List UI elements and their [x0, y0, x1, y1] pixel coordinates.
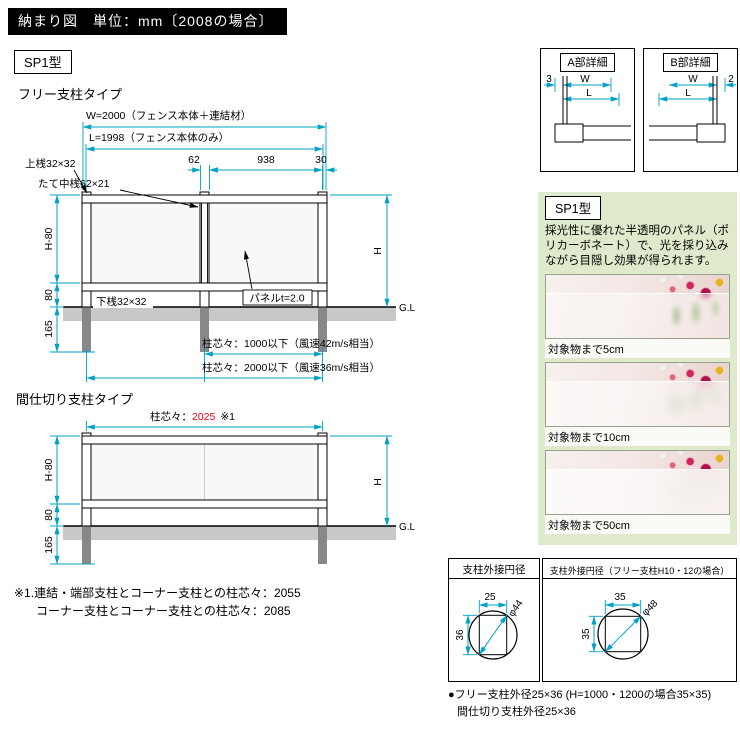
detail-a-title: A部詳細 [560, 53, 615, 72]
circumcircle-a-title: 支柱外接円径 [449, 559, 539, 579]
translucent-panel-overlay [546, 380, 729, 426]
detail-b-box: B部詳細 2 W L [643, 48, 738, 172]
spec-notes: ●フリー支柱外径25×36 (H=1000・1200の場合35×35) 間仕切り… [448, 687, 711, 721]
circumcircle-a-drawing: 25 36 φ44 [455, 592, 526, 660]
detail-a-drawing: 3 W L [544, 74, 631, 143]
dim-h: H [372, 247, 384, 255]
dim-36: 36 [455, 629, 466, 641]
panel-photo-50cm [545, 449, 730, 515]
dim-w: W [688, 74, 698, 85]
detail-b-drawing: 2 W L [649, 74, 736, 143]
panel-photo-5cm [545, 273, 730, 339]
model-badge: SP1型 [14, 50, 72, 74]
partition-post-diagram: 柱芯々：2025※1 H-80 80 165 H G.L [43, 410, 416, 565]
translucent-panel-overlay [546, 468, 729, 514]
dim-dia-48: φ48 [640, 598, 661, 619]
gl-label: G.L [399, 522, 416, 533]
w-dim-label: W=2000（フェンス本体＋連結材） [86, 109, 251, 122]
spec-note-2: 間仕切り支柱外径25×36 [457, 706, 576, 719]
footnote-line2: コーナー支柱とコーナー支柱との柱芯々：2085 [36, 604, 291, 618]
dimension-labels: 柱芯々：2025※1 H-80 80 165 H G.L [43, 410, 416, 554]
l-dim-label: L=1998（フェンス本体のみ） [89, 131, 229, 144]
partition-pitch-label: 柱芯々：2025※1 [150, 410, 235, 423]
feature-description: 採光性に優れた半透明のパネル（ポリカーボネート）で、光を採り込みながら目隠し効果… [545, 225, 729, 268]
free-post-diagram: W=2000（フェンス本体＋連結材） L=1998（フェンス本体のみ） 上桟32… [25, 109, 416, 382]
free-post-section-label: フリー支柱タイプ [18, 87, 123, 102]
dim-30: 30 [315, 154, 327, 166]
dim-l: L [586, 88, 592, 99]
bottom-rail-label: 下桟32×32 [96, 295, 147, 308]
detail-a-box: A部詳細 3 W L [540, 48, 635, 172]
dim-62: 62 [188, 154, 200, 166]
dim-h: H [372, 478, 384, 486]
circumcircle-b-title: 支柱外接円径（フリー支柱H10・12の場合） [543, 559, 736, 579]
photo-caption: 対象物まで50cm [545, 514, 730, 534]
fence-structure [81, 432, 328, 564]
dim-w: W [580, 74, 590, 85]
partition-post-section-label: 間仕切り支柱タイプ [16, 392, 134, 407]
mid-rail-label: たて中桟62×21 [38, 177, 110, 190]
dimension-labels: W=2000（フェンス本体＋連結材） L=1998（フェンス本体のみ） 上桟32… [25, 109, 416, 374]
panel-photo-10cm [545, 361, 730, 427]
dim-h80: H-80 [43, 227, 55, 250]
circumcircle-a-box: 支柱外接円径 25 36 φ44 [448, 558, 540, 682]
dim-25: 25 [484, 592, 496, 603]
ground [63, 525, 396, 540]
panel-feature-section: SP1型 採光性に優れた半透明のパネル（ポリカーボネート）で、光を採り込みながら… [538, 192, 737, 545]
footnote-line1: ※1.連結・端部支柱とコーナー支柱との柱芯々：2055 [14, 586, 301, 600]
pitch-note-2: 柱芯々：2000以下（風速36m/s相当） [202, 361, 380, 374]
page-title: 納まり図 単位：mm〔2008の場合〕 [8, 8, 288, 35]
circumcircle-b-box: 支柱外接円径（フリー支柱H10・12の場合） 35 35 φ48 [542, 558, 737, 682]
dim-165: 165 [43, 536, 55, 554]
dimension-lines [50, 421, 392, 565]
dim-165: 165 [43, 320, 55, 338]
dim-dia-44: φ44 [506, 598, 525, 619]
dim-35-top: 35 [614, 592, 626, 603]
circumcircle-b-drawing: 35 35 φ48 [581, 592, 661, 660]
dim-80: 80 [43, 509, 55, 521]
dim-l: L [685, 88, 691, 99]
photo-block-50cm: 対象物まで50cm [545, 449, 730, 534]
photo-caption: 対象物まで10cm [545, 426, 730, 446]
fence-structure [81, 191, 328, 352]
dim-3: 3 [546, 74, 552, 85]
pitch-note-1: 柱芯々：1000以下（風速42m/s相当） [202, 337, 380, 350]
ground [63, 306, 396, 321]
photo-caption: 対象物まで5cm [545, 338, 730, 358]
dim-h80: H-80 [43, 458, 55, 481]
photo-block-10cm: 対象物まで10cm [545, 361, 730, 446]
dim-80: 80 [43, 289, 55, 301]
feature-model-badge: SP1型 [545, 196, 602, 220]
dim-35-left: 35 [581, 628, 592, 640]
dim-938: 938 [257, 154, 275, 166]
translucent-panel-overlay [546, 292, 729, 338]
top-rail-label: 上桟32×32 [25, 157, 76, 170]
leader-lines [73, 169, 253, 290]
dim-2: 2 [728, 74, 734, 85]
detail-b-title: B部詳細 [663, 53, 718, 72]
spec-note-1: ●フリー支柱外径25×36 (H=1000・1200の場合35×35) [448, 689, 712, 701]
gl-label: G.L [399, 303, 416, 314]
photo-block-5cm: 対象物まで5cm [545, 273, 730, 358]
dimension-lines [50, 122, 392, 382]
footnote: ※1.連結・端部支柱とコーナー支柱との柱芯々：2055 コーナー支柱とコーナー支… [14, 584, 301, 620]
panel-thickness-label: パネルt=2.0 [249, 293, 304, 305]
